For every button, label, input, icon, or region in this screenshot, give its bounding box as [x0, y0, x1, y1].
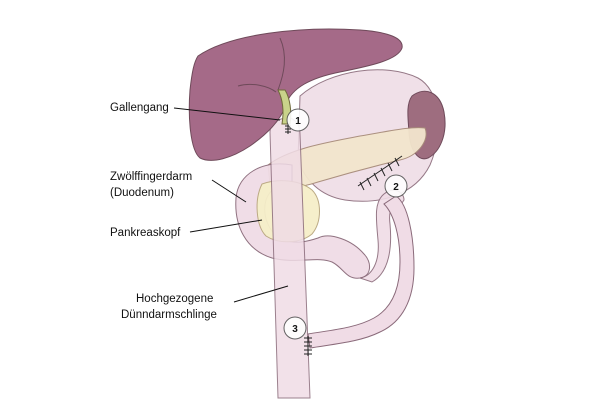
pancreas-body [267, 127, 427, 189]
liver-fissure [277, 37, 285, 91]
jejunum-loop [307, 195, 415, 349]
label-duodenum-line2: (Duodenum) [110, 187, 174, 199]
suture-3 [304, 336, 312, 356]
anastomosis-number-3: 3 [292, 324, 298, 335]
leader-duenndarmschlinge [233, 285, 289, 303]
label-jejunum-line2: Dünndarmschlinge [121, 309, 217, 321]
leader-duodenum [211, 179, 247, 203]
liver [188, 28, 403, 161]
anastomosis-marker-3: 3 [283, 316, 307, 340]
label-gallengang: Gallengang [110, 102, 169, 114]
label-pankreaskopf: Pankreaskopf [110, 227, 181, 239]
anastomosis-marker-2: 2 [384, 174, 408, 198]
liver-lower-lobe [237, 83, 277, 93]
anastomosis-number-2: 2 [393, 182, 399, 193]
label-jejunum-line1: Hochgezogene [136, 293, 214, 305]
anastomosis-marker-1: 1 [286, 108, 310, 132]
suture-2 [357, 155, 403, 191]
label-duodenum-line1: Zwölffingerdarm [110, 171, 193, 183]
anastomosis-number-1: 1 [295, 116, 301, 127]
leader-gallengang [173, 107, 281, 121]
leader-pankreaskopf [189, 219, 263, 233]
